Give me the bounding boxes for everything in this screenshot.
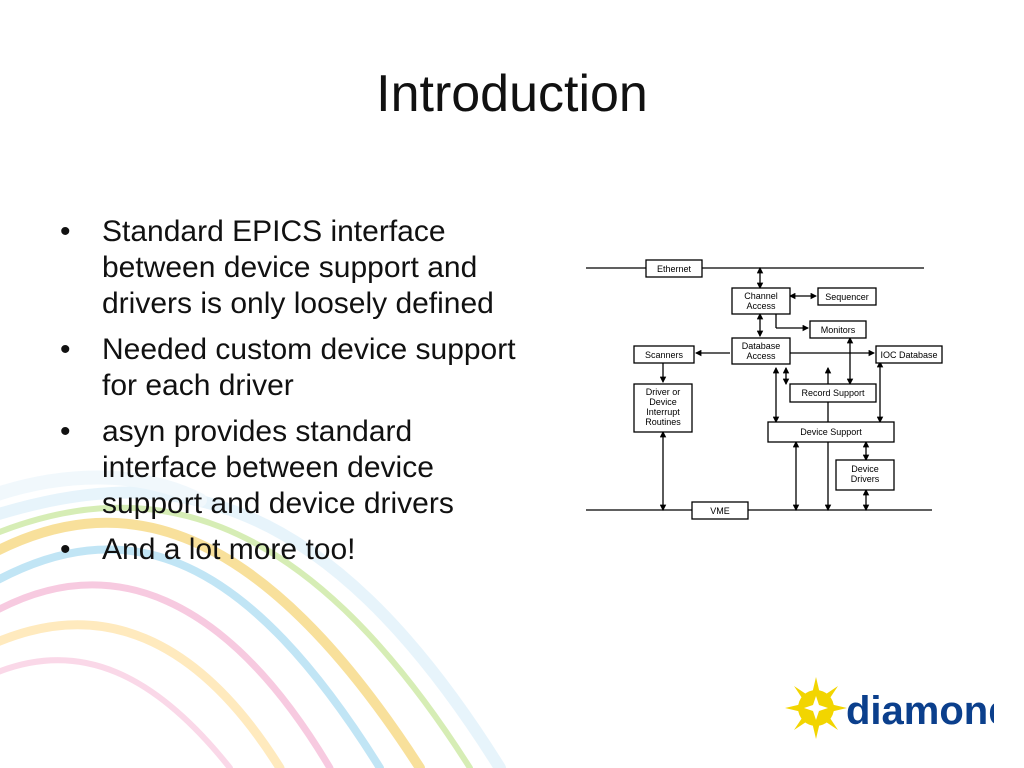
bullet-icon: •	[60, 533, 71, 566]
bullet-icon: •	[60, 415, 71, 448]
ioc-database-box	[875, 345, 943, 364]
channel-access-label: Access	[746, 301, 776, 311]
bullet-icon: •	[60, 333, 71, 366]
channel-access-box	[731, 287, 791, 315]
sequencer-box	[817, 287, 877, 306]
scanners-label: Scanners	[645, 350, 684, 360]
bullet-icon: •	[60, 215, 71, 248]
device-support-box	[767, 421, 895, 443]
vme-label: VME	[710, 506, 730, 516]
list-item: • asyn provides standard interface betwee…	[58, 414, 528, 522]
epics-architecture-diagram: Ethernet Channel Access Sequencer Monito…	[586, 259, 943, 520]
record-support-box	[789, 383, 877, 403]
driver-routines-label: Interrupt	[646, 407, 680, 417]
database-access-box	[731, 337, 791, 365]
list-item: • Needed custom device support for each d…	[58, 332, 528, 404]
device-drivers-label: Device	[851, 464, 879, 474]
sequencer-label: Sequencer	[825, 292, 869, 302]
device-drivers-box	[835, 459, 895, 491]
bullet-list: • Standard EPICS interface between device…	[58, 214, 528, 578]
page-title: Introduction	[376, 65, 648, 123]
bullet-text: Needed custom device support for each dr…	[102, 333, 516, 402]
ethernet-box	[645, 259, 703, 278]
star-burst-icon	[785, 677, 847, 739]
monitors-label: Monitors	[821, 325, 856, 335]
ethernet-label: Ethernet	[657, 264, 692, 274]
bullet-text: And a lot more too!	[102, 533, 356, 566]
list-item: • Standard EPICS interface between device…	[58, 214, 528, 322]
driver-routines-label: Routines	[645, 417, 681, 427]
record-support-label: Record Support	[801, 388, 865, 398]
driver-routines-label: Device	[649, 397, 677, 407]
ioc-database-label: IOC Database	[880, 350, 937, 360]
logo-text: diamond	[846, 689, 994, 733]
bullet-text: asyn provides standard interface between…	[102, 415, 454, 520]
database-access-label: Access	[746, 351, 776, 361]
bullet-text: Standard EPICS interface between device …	[102, 215, 494, 320]
vme-box	[691, 501, 749, 520]
channel-access-label: Channel	[744, 291, 778, 301]
scanners-box	[633, 345, 695, 364]
database-access-label: Database	[742, 341, 781, 351]
driver-routines-box	[633, 383, 693, 433]
list-item: • And a lot more too!	[58, 532, 528, 568]
diamond-logo: diamond	[785, 677, 994, 739]
device-drivers-label: Drivers	[851, 474, 880, 484]
driver-routines-label: Driver or	[646, 387, 681, 397]
device-support-label: Device Support	[800, 427, 862, 437]
monitors-box	[809, 320, 867, 339]
